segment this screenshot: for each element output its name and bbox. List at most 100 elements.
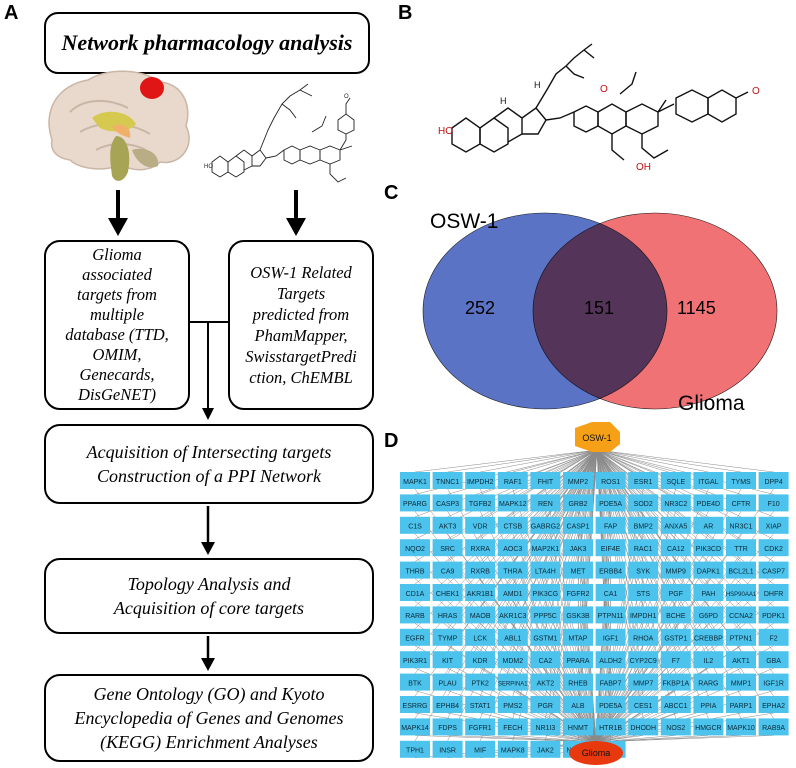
- target-node-label: NQO2: [405, 546, 425, 553]
- arrow-intersect-to-topology: [201, 506, 215, 555]
- target-node-label: ITGAL: [698, 479, 718, 486]
- target-node: HMGCR: [693, 718, 724, 736]
- target-node-label: KDR: [473, 658, 488, 665]
- osw1-node-label: OSW-1: [582, 433, 611, 443]
- target-node-box: [595, 696, 626, 713]
- glioma-line: multiple: [89, 305, 145, 324]
- enrichment-line: (KEGG) Enrichment Analyses: [100, 732, 318, 752]
- target-node-box: [628, 651, 659, 669]
- target-node: CTSB: [497, 516, 528, 534]
- target-node-box: [758, 561, 789, 579]
- target-node: RHOA: [628, 628, 659, 646]
- brain-illustration: [48, 70, 190, 181]
- arrow-structure-to-osw1: [286, 190, 306, 236]
- target-node-label: AMD1: [503, 591, 523, 598]
- target-node-label: ALDH2: [599, 658, 622, 665]
- target-node-box: [400, 673, 430, 691]
- target-node-label: CA9: [441, 568, 455, 575]
- target-node-label: DAPK1: [697, 568, 720, 575]
- target-node-label: NR3C1: [730, 524, 753, 531]
- target-node-box: [530, 628, 561, 646]
- target-node-box: [758, 651, 789, 669]
- target-node-box: [530, 494, 561, 512]
- target-node-label: ESRRG: [403, 703, 428, 710]
- target-node-box: [400, 628, 430, 646]
- target-node-box: [726, 718, 756, 736]
- target-node-box: [595, 539, 626, 557]
- target-node-box: [758, 628, 789, 646]
- topology-box: Topology Analysis and Acquisition of cor…: [44, 558, 374, 634]
- edge-line: [596, 449, 742, 473]
- target-node: HTR1B: [595, 718, 626, 736]
- target-node: MMP1: [726, 673, 756, 691]
- target-node-label: PAH: [701, 591, 715, 598]
- target-node-label: STAT1: [470, 703, 491, 710]
- target-node: ERBB4: [595, 561, 626, 579]
- target-node: AMD1: [497, 584, 528, 601]
- target-node: EPHA2: [758, 696, 789, 713]
- intersect-box: Acquisition of Intersecting targets Cons…: [44, 424, 374, 504]
- target-node-label: HTR1B: [599, 725, 622, 732]
- target-node-box: [563, 472, 593, 489]
- target-node-label: JAK3: [570, 546, 587, 553]
- target-node-label: AR: [704, 524, 714, 531]
- target-node-box: [465, 718, 496, 736]
- target-node-label: PDE5A: [599, 501, 622, 508]
- target-node: RHEB: [563, 673, 593, 691]
- target-node-label: CA1: [604, 591, 618, 598]
- target-node: REN: [530, 494, 561, 512]
- target-node-box: [400, 718, 430, 736]
- target-node: CASP7: [758, 561, 789, 579]
- target-node: PIK3R1: [400, 651, 430, 669]
- target-node-box: [563, 696, 593, 713]
- target-node-label: FKBP1A: [662, 680, 689, 687]
- target-node-box: [758, 696, 789, 713]
- target-node-label: PTPN11: [598, 613, 624, 620]
- target-node: CA12: [660, 539, 691, 557]
- target-node-label: PIK3R1: [403, 658, 427, 665]
- target-node: PPIA: [693, 696, 724, 713]
- target-node: SYK: [628, 561, 659, 579]
- target-node-box: [400, 539, 430, 557]
- target-node-label: AKT2: [537, 680, 555, 687]
- target-node: THRB: [400, 561, 430, 579]
- target-node-box: [465, 651, 496, 669]
- glioma-line: database (TTD,: [65, 325, 169, 344]
- glioma-line: DisGeNET): [78, 385, 156, 404]
- target-node-label: ABCC1: [664, 703, 687, 710]
- target-node-box: [400, 740, 430, 758]
- network-bottom-node: Glioma: [569, 741, 623, 765]
- target-node-label: EPHA2: [762, 703, 785, 710]
- target-node: AKR1C3: [497, 606, 528, 624]
- target-node-box: [595, 561, 626, 579]
- target-node: XIAP: [758, 516, 789, 534]
- target-node-label: NR3C2: [664, 501, 687, 508]
- target-node-box: [693, 472, 724, 489]
- target-node-label: ESR1: [634, 479, 652, 486]
- target-node-label: MMP9: [666, 568, 686, 575]
- target-node-box: [432, 561, 463, 579]
- target-node-box: [595, 516, 626, 534]
- target-node-label: GABRG2: [531, 524, 560, 531]
- target-node: TNNC1: [432, 472, 463, 489]
- title-text: Network pharmacology analysis: [61, 30, 353, 55]
- target-node-box: [400, 696, 430, 713]
- target-node-label: MAPK1: [403, 479, 427, 486]
- target-node-label: RXRA: [470, 546, 490, 553]
- target-node-box: [530, 584, 561, 601]
- target-node-label: MAPK8: [501, 748, 525, 755]
- target-node: ALB: [563, 696, 593, 713]
- enrichment-text: Gene Ontology (GO) and Kyoto Encyclopedi…: [75, 682, 344, 754]
- target-node-label: IMPDH2: [467, 479, 494, 486]
- target-node-box: [628, 584, 659, 601]
- target-node-label: VDR: [473, 524, 488, 531]
- target-node-box: [432, 516, 463, 534]
- target-node: G6PD: [693, 606, 724, 624]
- target-node-label: HSP90AA1: [726, 592, 757, 598]
- glioma-line: OMIM,: [92, 345, 142, 364]
- target-node: PGR: [530, 696, 561, 713]
- target-node-box: [400, 561, 430, 579]
- osw1-line: Targets: [276, 284, 326, 303]
- target-node: TTR: [726, 539, 756, 557]
- target-node: PGF: [660, 584, 691, 601]
